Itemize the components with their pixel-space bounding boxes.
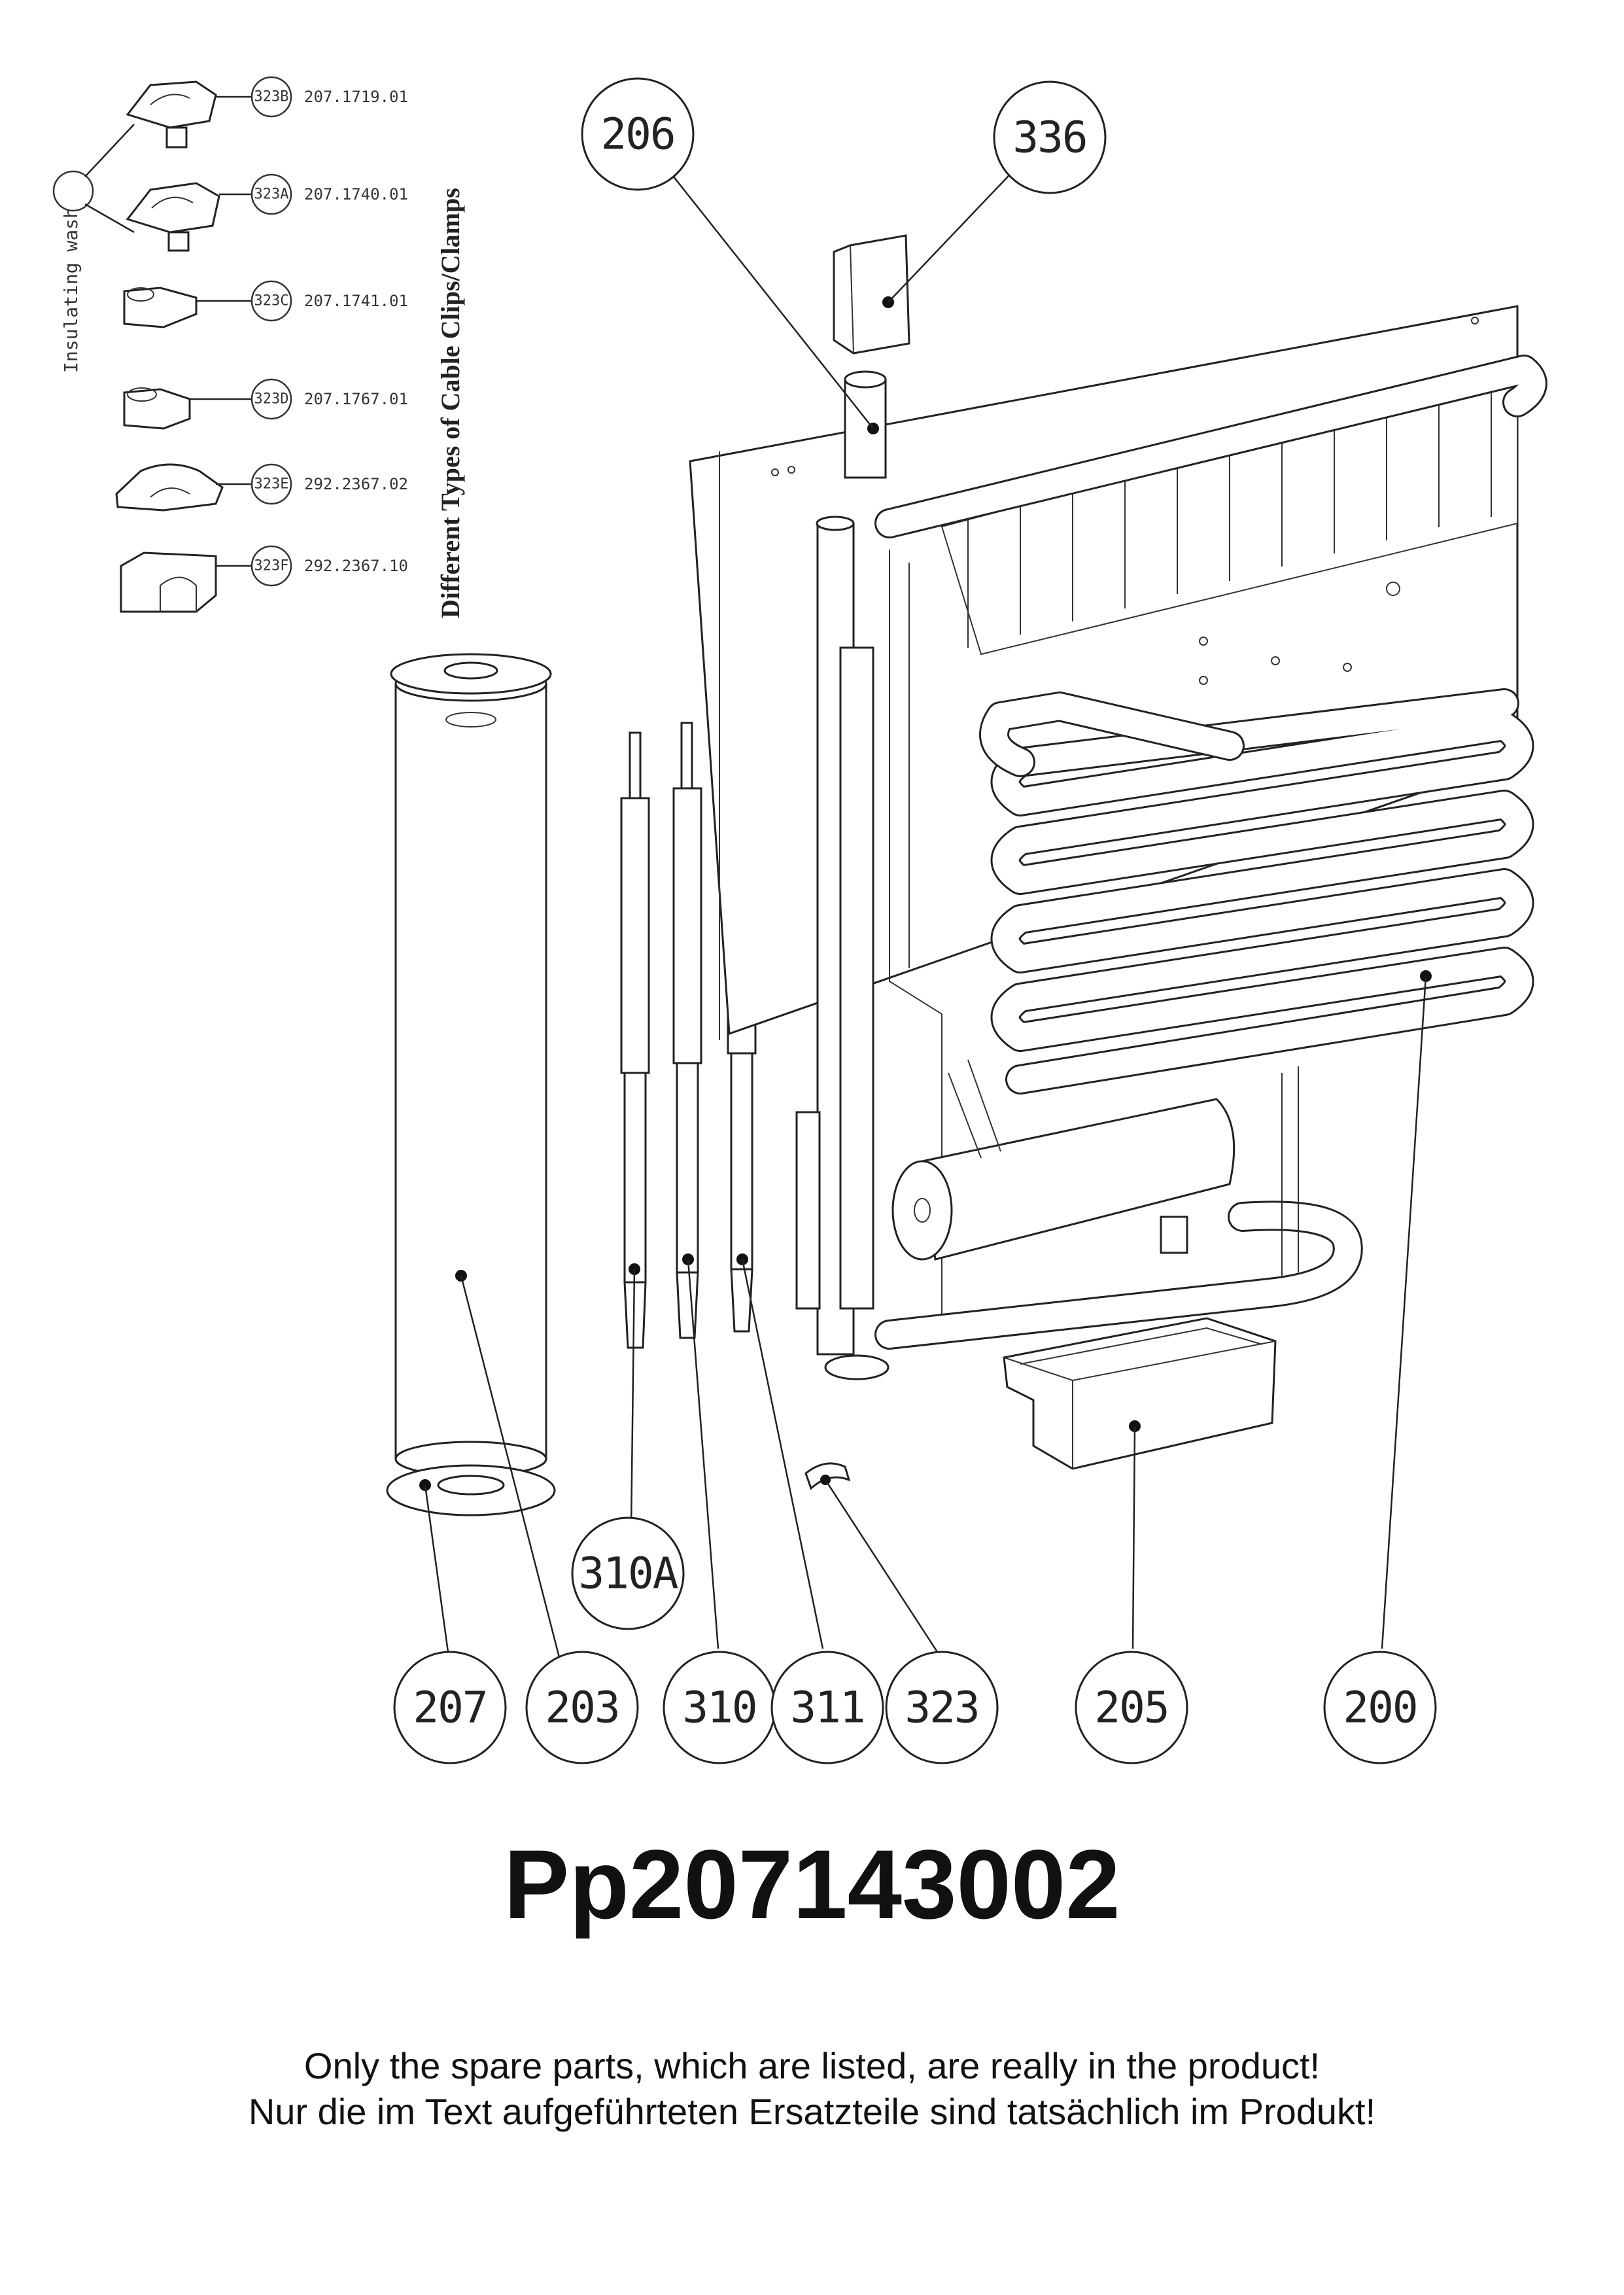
heating-element-310a: [620, 731, 650, 1349]
absorber-vessel: [891, 1059, 1235, 1261]
drip-tray-205: [1003, 1317, 1277, 1470]
clip-323c: 323C 207.1741.01: [123, 280, 408, 328]
callout-311: 311: [770, 1651, 884, 1764]
clip-code: 323F: [254, 558, 289, 574]
insulating-washer-label: Insulating washer: [60, 185, 82, 373]
exploded-parts-diagram: Different Types of Cable Clips/Clamps In…: [52, 76, 1547, 1764]
clip-code: 323C: [254, 293, 289, 309]
clip-323d: 323D 207.1767.01: [123, 378, 408, 430]
clip-323a: 323A 207.1740.01: [126, 173, 408, 252]
clip-323e: 323E 292.2367.02: [115, 463, 408, 512]
callout-203: 203: [525, 1651, 639, 1764]
note-german: Nur die im Text aufgeführteten Ersatztei…: [248, 2091, 1376, 2132]
clip-code: 323A: [254, 186, 289, 203]
callout-336: 336: [993, 80, 1107, 194]
note-english: Only the spare parts, which are listed, …: [303, 2045, 1321, 2086]
clips-heading: Different Types of Cable Clips/Clamps: [436, 188, 465, 618]
heating-element-310: [672, 722, 702, 1339]
boiler-column: [795, 516, 942, 1380]
insulating-washer-circle: [52, 170, 94, 212]
cooling-unit-200: [689, 305, 1547, 1380]
clip-part-number: 207.1719.01: [304, 88, 408, 106]
clip-part-number: 292.2367.02: [304, 475, 408, 493]
clip-part-number: 207.1740.01: [304, 185, 408, 203]
chimney-connector-206: [844, 370, 887, 479]
callout-label: 323: [905, 1683, 978, 1733]
clip-323b: 323B 207.1719.01: [126, 76, 408, 149]
callout-310a: 310A: [571, 1516, 685, 1630]
clip-part-number: 292.2367.10: [304, 557, 408, 575]
callout-206: 206: [581, 77, 695, 191]
callout-205: 205: [1075, 1651, 1188, 1764]
callout-label: 200: [1343, 1683, 1417, 1733]
callout-label: 207: [413, 1683, 487, 1733]
clip-part-number: 207.1741.01: [304, 292, 408, 310]
flue-tube-203: [386, 653, 556, 1516]
clip-323f: 323F 292.2367.10: [120, 545, 408, 613]
part-number-title: Pp207143002: [504, 1829, 1120, 1939]
callout-207: 207: [393, 1651, 507, 1764]
clip-part-number: 207.1767.01: [304, 390, 408, 408]
clip-code: 323E: [254, 476, 289, 493]
callout-label: 311: [790, 1683, 864, 1733]
callout-label: 205: [1094, 1683, 1168, 1733]
evaporator-coil: [979, 688, 1534, 1095]
callout-label: 310A: [579, 1549, 678, 1599]
callout-200: 200: [1323, 1651, 1437, 1764]
callout-label: 206: [600, 109, 674, 160]
callout-label: 336: [1012, 113, 1086, 163]
clip-code: 323B: [254, 89, 289, 105]
callout-310: 310: [663, 1651, 776, 1764]
bracket-336: [833, 234, 910, 355]
leader-lines: [424, 160, 1427, 1666]
callout-323: 323: [885, 1651, 999, 1764]
callout-label: 310: [682, 1683, 756, 1733]
clip-code: 323D: [254, 391, 289, 408]
cable-clips-legend: Different Types of Cable Clips/Clamps In…: [52, 76, 465, 618]
clip-323-loose: [804, 1462, 851, 1490]
callout-label: 203: [545, 1683, 619, 1733]
